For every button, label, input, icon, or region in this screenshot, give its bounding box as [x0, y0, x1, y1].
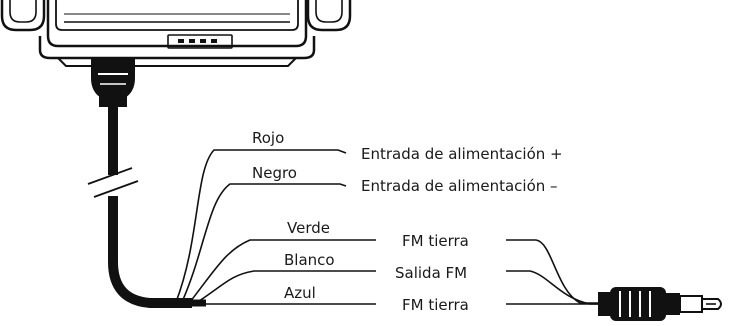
label-azul: Azul [284, 284, 316, 302]
label-blanco: Blanco [284, 251, 335, 269]
fan-out-wires [175, 149, 376, 305]
device-lower-edge [57, 57, 297, 67]
device-unit [0, 0, 352, 67]
wire-verde [189, 239, 376, 303]
indicator-dot [178, 39, 184, 43]
label-verde: Verde [287, 219, 330, 237]
wire-blanco [195, 270, 376, 304]
indicator-dot [211, 39, 217, 43]
wire-negro [181, 183, 347, 303]
label-fm-tierra-top: FM tierra [402, 232, 469, 250]
wire-salida-fm [506, 270, 606, 305]
device-bottom-tray [38, 36, 316, 60]
label-rojo: Rojo [252, 129, 284, 147]
fm-wires-to-plug [506, 239, 606, 305]
wire-rojo [175, 149, 347, 303]
device-body [46, 0, 308, 48]
label-entrada-positiva: Entrada de alimentación + [361, 145, 563, 163]
indicator-dot [200, 39, 206, 43]
cable-strain-relief [91, 57, 135, 107]
rca-plug-sleeve [679, 295, 703, 313]
device-left-ear [0, 0, 46, 32]
wire-function-labels: Entrada de alimentación + Entrada de ali… [361, 145, 563, 314]
cable-break-mark [87, 167, 139, 198]
device-indicator-dots [178, 39, 217, 43]
label-negro: Negro [252, 164, 297, 182]
wire-fm-tierra-top [506, 239, 606, 304]
main-cable [108, 104, 192, 308]
rca-plug-collar [598, 292, 610, 316]
indicator-dot [189, 39, 195, 43]
device-indicator-panel [167, 34, 233, 49]
label-salida-fm: Salida FM [395, 264, 467, 282]
rca-plug-neck [666, 293, 680, 315]
rca-plug [598, 287, 722, 321]
device-right-ear [306, 0, 352, 32]
device-right-ear-inner [315, 0, 343, 23]
label-entrada-negativa: Entrada de alimentación – [361, 177, 558, 195]
rca-plug-body [610, 287, 666, 321]
label-fm-tierra-bottom: FM tierra [402, 296, 469, 314]
wire-color-labels: Rojo Negro Verde Blanco Azul [252, 129, 335, 302]
device-face [55, 0, 299, 31]
device-left-ear-inner [9, 0, 37, 23]
